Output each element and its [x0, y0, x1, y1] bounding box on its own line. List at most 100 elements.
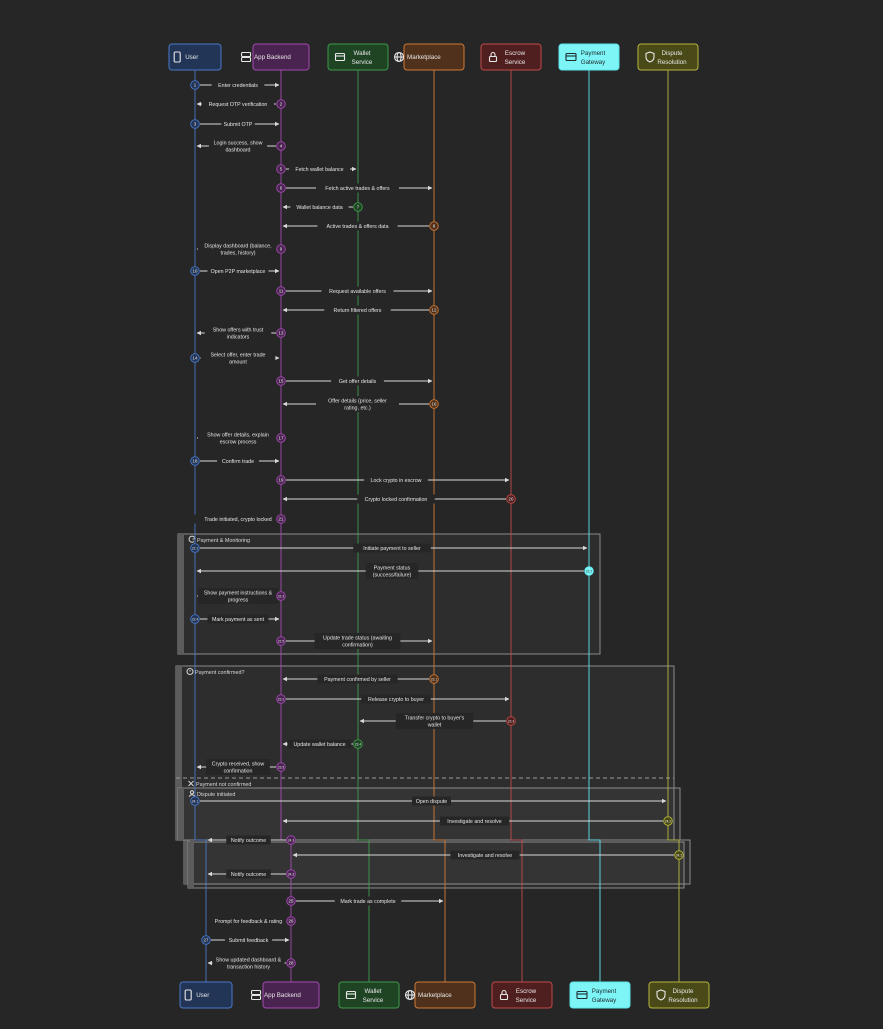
message-label: indicators — [227, 335, 250, 341]
participant-box — [491, 981, 553, 1009]
message-label-bg — [193, 514, 283, 524]
message-label: Notify outcome — [231, 872, 266, 878]
message-label: progress — [228, 598, 249, 604]
participant-box — [480, 43, 542, 71]
message-label: Show offer details, explain — [207, 433, 269, 439]
message-label: Update wallet balance — [293, 742, 345, 748]
participant-backend-top[interactable]: App Backend — [241, 43, 310, 71]
sequence-number-badge — [190, 543, 200, 553]
message-label-bg — [316, 396, 399, 412]
sequence-number: 16 — [432, 402, 437, 407]
message-label-bg — [395, 713, 474, 729]
participant-label: Wallet — [354, 50, 371, 57]
message-label-bg — [200, 350, 276, 366]
fragment-gutter — [188, 842, 194, 888]
sequence-number: 27 — [204, 938, 209, 943]
sequence-number: 8 — [433, 224, 436, 229]
participant-user-top[interactable]: User — [168, 43, 222, 71]
message-28: Show updated dashboard &transaction hist… — [207, 955, 296, 971]
participant-label: Marketplace — [407, 54, 441, 61]
message-label-bg — [353, 543, 431, 553]
message-label-bg — [197, 430, 279, 446]
message-label: Prompt for feedback & rating — [215, 919, 282, 925]
message-9: Display dashboard (balance,trades, histo… — [196, 241, 286, 257]
sequence-number: 19 — [279, 478, 284, 483]
sequence-number: 1 — [194, 83, 197, 88]
participant-market-bottom[interactable]: Marketplace — [404, 981, 476, 1009]
sequence-number: 6 — [280, 186, 283, 191]
participant-box — [569, 981, 631, 1009]
message-label: Lock crypto in escrow — [371, 478, 422, 484]
message-label-bg — [289, 164, 350, 174]
participant-label: Escrow — [505, 50, 526, 57]
participant-label: Payment — [592, 988, 617, 995]
message-label: rating, etc.) — [344, 406, 371, 412]
message-19: Lock crypto in escrow 19 — [276, 475, 510, 485]
participant-box — [262, 981, 320, 1009]
participant-backend-bottom[interactable]: App Backend — [251, 981, 320, 1009]
shield-icon — [645, 51, 655, 63]
message-label: Crypto locked confirmation — [365, 497, 428, 503]
message-label-bg — [197, 241, 279, 257]
message-label: Update trade status (awaiting — [323, 636, 392, 642]
participant-market-top[interactable]: Marketplace — [393, 43, 465, 71]
message-label-bg — [316, 183, 399, 193]
message-label-bg — [361, 694, 431, 704]
sequence-number: 23.5 — [278, 766, 284, 770]
user-icon — [188, 790, 196, 797]
sequence-number-badge — [190, 796, 200, 806]
sequence-number-badge — [190, 266, 200, 276]
sequence-number-badge — [190, 353, 200, 363]
message-label: Confirm trade — [222, 459, 254, 465]
message-label: Payment confirmed by seller — [324, 677, 391, 683]
message-label-bg — [290, 202, 349, 212]
participant-label: User — [185, 54, 198, 61]
sequence-number-badge — [353, 202, 363, 212]
message-label-bg — [334, 896, 402, 906]
fragment-gutter — [178, 534, 184, 654]
message-label-bg — [207, 266, 269, 276]
message-label-bg — [450, 850, 520, 860]
participant-label: Gateway — [592, 997, 617, 1004]
sequence-number: 2 — [280, 102, 283, 107]
message-label: Submit OTP — [224, 122, 253, 128]
sequence-number-badge — [190, 614, 200, 624]
message-label-bg — [314, 633, 401, 649]
message-label-bg — [439, 816, 510, 826]
fragment-gutter — [176, 666, 182, 840]
message-label: wallet — [428, 723, 442, 729]
message-label: Login success, show — [214, 141, 263, 147]
sequence-number: 5 — [280, 167, 283, 172]
message-label: Fetch active trades & offers — [325, 186, 390, 192]
message-label-bg — [321, 286, 394, 296]
message-label-bg — [287, 739, 352, 749]
participant-label: Service — [516, 997, 537, 1004]
message-label-bg — [412, 796, 451, 806]
sequence-number: 11 — [279, 289, 284, 294]
sequence-number-badge — [584, 566, 594, 576]
message-label: Investigate and resolve — [458, 853, 513, 859]
message-label: Payment status — [374, 566, 411, 572]
participant-user-bottom[interactable]: User — [179, 981, 233, 1009]
message-label-bg — [207, 916, 290, 926]
sequence-number: 26 — [289, 919, 294, 924]
sequence-number-badge — [276, 376, 286, 386]
sequence-number-badge — [286, 958, 296, 968]
message-label: (success/failure) — [373, 573, 412, 579]
